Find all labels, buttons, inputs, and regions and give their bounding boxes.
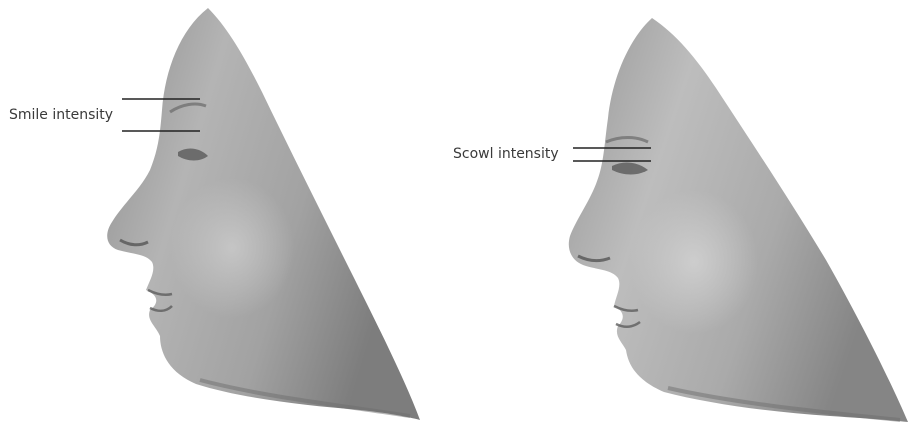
left-face (107, 8, 420, 420)
left-cheek-highlight (170, 178, 294, 318)
right-cheek-highlight (630, 190, 758, 334)
smile-intensity-label: Smile intensity (9, 107, 113, 123)
right-face (569, 18, 908, 422)
scowl-intensity-label: Scowl intensity (453, 146, 559, 162)
